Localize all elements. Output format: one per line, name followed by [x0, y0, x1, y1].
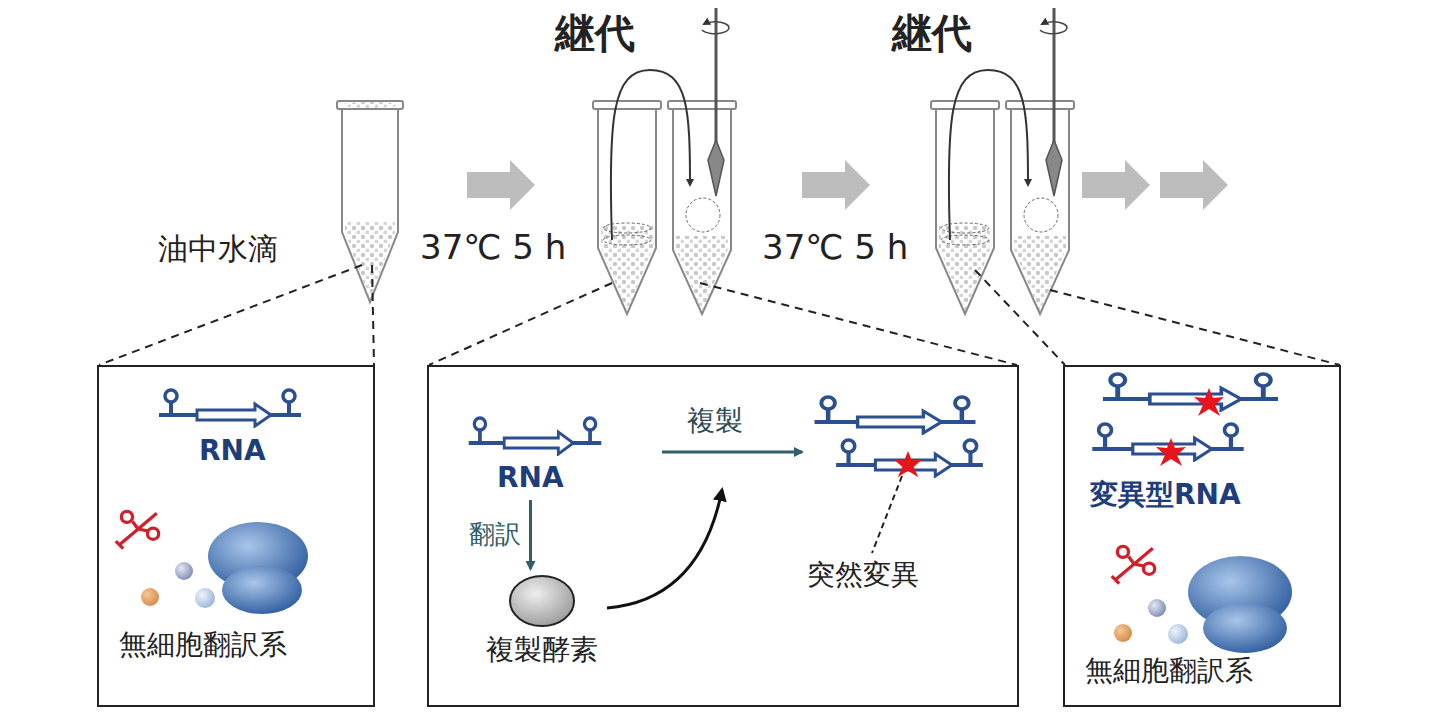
incubation-label: 37℃ 5 h: [762, 228, 908, 267]
edge-label: 翻訳: [469, 520, 521, 550]
passage-label: 継代: [892, 10, 972, 56]
enzyme-ellipse: 複製酵素: [472, 572, 612, 667]
mutant-rna-label: 変異型RNA: [1090, 479, 1241, 511]
incubation-label: 37℃ 5 h: [420, 228, 566, 267]
panel-box: RNA 無細胞翻訳系: [97, 365, 375, 707]
enzyme-label: 複製酵素: [486, 634, 598, 666]
system-label: 無細胞翻訳系: [1085, 655, 1253, 687]
replication-label: 複製: [687, 405, 743, 437]
arrow-connector: [530, 500, 531, 569]
panel-box: 変異型RNA 無細胞翻訳系: [1063, 365, 1341, 707]
rna-label: RNA: [199, 435, 266, 467]
passage-label: 継代: [555, 10, 635, 56]
rna-label: RNA: [497, 462, 564, 494]
enzyme-shape: [472, 572, 612, 630]
mutation-label: 突然変異: [807, 559, 919, 591]
emulsion-label: 油中水滴: [158, 232, 278, 267]
system-label: 無細胞翻訳系: [119, 629, 287, 661]
rna-label-box: RNA: [497, 462, 564, 495]
